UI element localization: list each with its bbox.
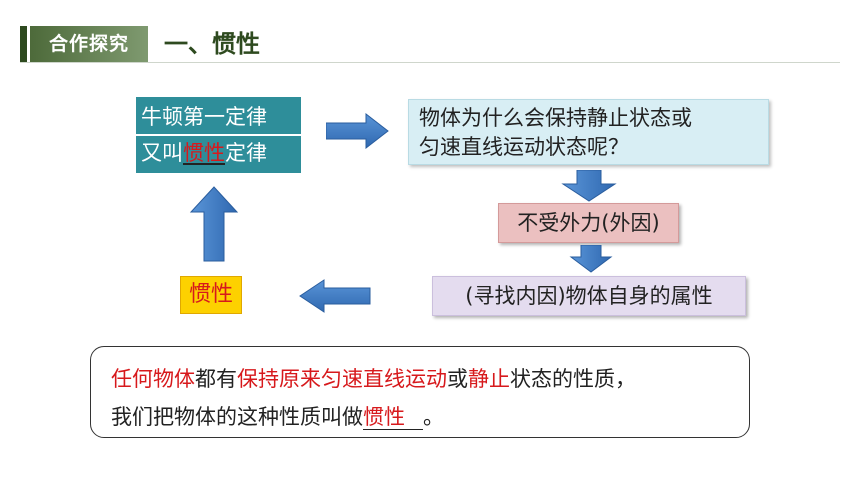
summary-line-2-suffix: 。 xyxy=(423,405,444,429)
summary-uniform-motion: 保持原来匀速直线运动 xyxy=(237,367,447,391)
arrow-up-icon xyxy=(189,186,239,262)
question-box: 物体为什么会保持静止状态或 匀速直线运动状态呢？ xyxy=(408,99,769,165)
law-box-divider xyxy=(136,134,301,136)
law-alias-prefix: 又叫 xyxy=(141,141,183,165)
arrow-left-icon xyxy=(299,279,371,313)
section-tag: 合作探究 xyxy=(30,26,148,62)
law-alias-keyword: 惯性 xyxy=(183,141,225,165)
law-alias: 又叫惯性定律 xyxy=(141,136,267,170)
question-line-1: 物体为什么会保持静止状态或 xyxy=(419,106,692,130)
question-line-2: 匀速直线运动状态呢？ xyxy=(419,135,629,159)
page-title: 一、惯性 xyxy=(164,30,260,58)
summary-any-object: 任何物体 xyxy=(111,367,195,391)
header-divider xyxy=(20,62,840,63)
summary-state-property: 状态的性质， xyxy=(510,367,636,391)
header-accent-bar xyxy=(20,26,27,62)
arrow-down-icon xyxy=(569,245,613,273)
arrow-right-icon xyxy=(326,113,389,149)
arrow-down-icon xyxy=(561,170,617,202)
inertia-box: 惯性 xyxy=(180,276,242,314)
summary-box: 任何物体都有保持原来匀速直线运动或静止状态的性质， 我们把物体的这种性质叫做惯性… xyxy=(90,346,750,438)
internal-cause-box: (寻找内因)物体自身的属性 xyxy=(432,276,746,316)
summary-answer-blank: 惯性 xyxy=(363,405,423,430)
newton-first-law-box: 牛顿第一定律 又叫惯性定律 xyxy=(136,97,301,173)
summary-all-have: 都有 xyxy=(195,367,237,391)
law-alias-suffix: 定律 xyxy=(225,141,267,165)
external-cause-box: 不受外力(外因) xyxy=(498,203,679,243)
summary-line-2: 我们把物体的这种性质叫做惯性。 xyxy=(111,401,444,431)
summary-or: 或 xyxy=(447,367,468,391)
summary-line-1: 任何物体都有保持原来匀速直线运动或静止状态的性质， xyxy=(111,363,636,393)
summary-line-2-prefix: 我们把物体的这种性质叫做 xyxy=(111,405,363,429)
summary-rest: 静止 xyxy=(468,367,510,391)
law-title: 牛顿第一定律 xyxy=(141,105,267,129)
